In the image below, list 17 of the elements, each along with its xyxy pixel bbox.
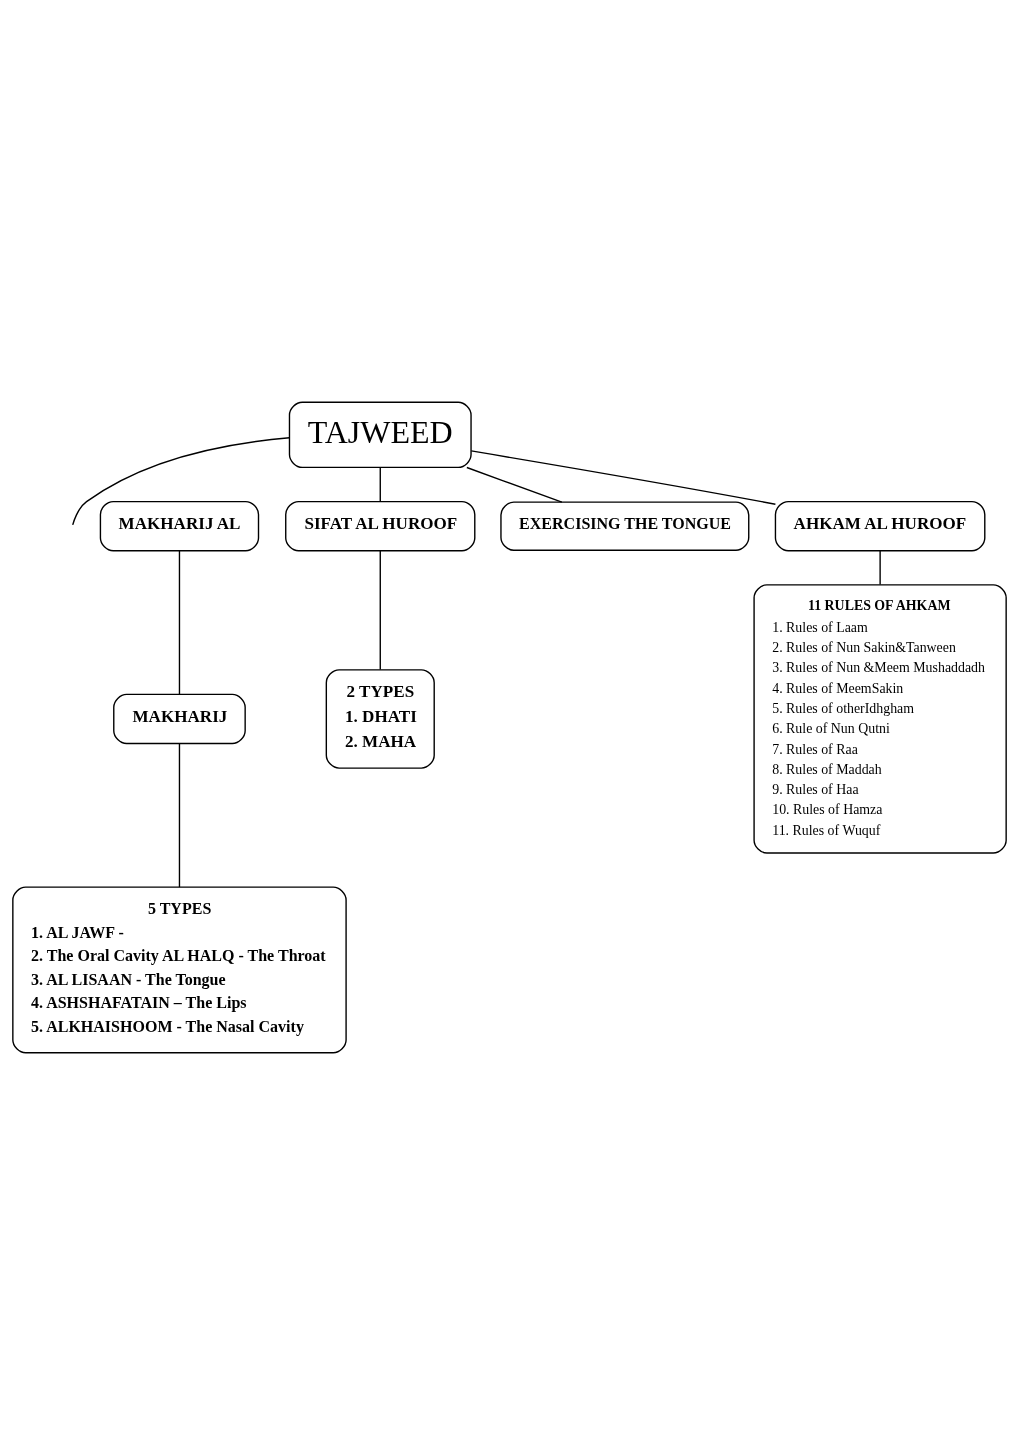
node-box: MAKHARIJ xyxy=(113,693,246,745)
node-box: EXERCISING THE TONGUE xyxy=(500,501,750,551)
node-box: 5 TYPES 1. AL JAWF - 2. The Oral Cavity AL HALQ - The Throat 3. AL LISAAN - The Tongue 4. ASHSHAFATAIN – The Lips 5. ALKHAISHOOM - The Nasal Cavity xyxy=(12,886,347,1054)
connector xyxy=(178,550,181,695)
connector xyxy=(379,466,381,503)
connector xyxy=(379,550,381,671)
node-box: AHKAM AL HUROOF xyxy=(774,500,986,552)
node-box: MAKHARIJ AL xyxy=(99,500,260,552)
node-box: TAJWEED xyxy=(288,401,472,469)
connector xyxy=(466,466,563,503)
connector xyxy=(470,450,777,505)
connector xyxy=(879,550,881,586)
node-box: 2 TYPES 1. DHATI 2. MAHA xyxy=(325,669,435,769)
connector xyxy=(72,437,291,526)
node-box: SIFAT AL HUROOF xyxy=(285,500,476,552)
node-box: 11 RULES OF AHKAM 1. Rules of Laam 2. Rules of Nun Sakin&Tanween 3. Rules of Nun &Meem Mushaddadh 4. Rules of MeemSakin 5. Rules of otherIdhgham 6. Rule of Nun Qutni 7. Rules of Raa 8. Rules of Maddah 9. Rules of Haa 10. Rules of Hamza 11. Rules of Wuquf xyxy=(753,584,1007,854)
connector xyxy=(178,743,181,888)
